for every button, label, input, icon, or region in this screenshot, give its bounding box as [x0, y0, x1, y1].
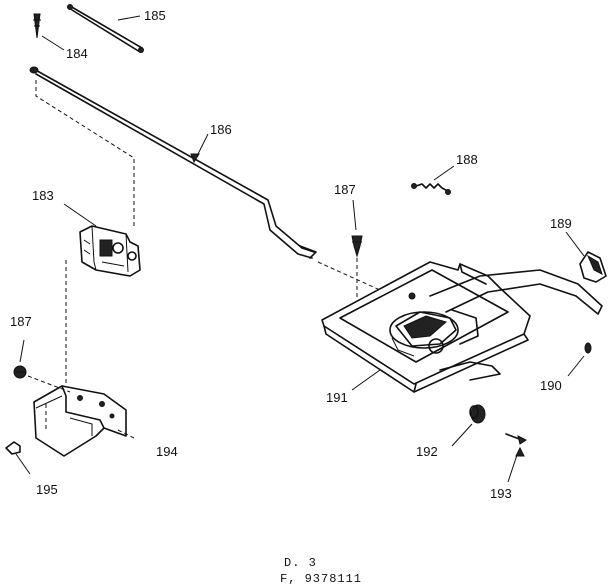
- callout-189: 189: [550, 216, 572, 231]
- part-186-long-rod: [29, 66, 317, 259]
- callout-183: 183: [32, 188, 54, 203]
- part-188-spring: [411, 183, 451, 195]
- reference-line-1: D. 3: [284, 556, 317, 570]
- part-183-solenoid: [79, 225, 141, 277]
- part-193-screw: [505, 433, 527, 445]
- part-185-rod: [67, 4, 144, 53]
- part-187-screw-upper: [351, 235, 363, 258]
- callout-186: 186: [210, 122, 232, 137]
- callout-194: 194: [156, 444, 178, 459]
- part-192-knob: [469, 404, 486, 424]
- part-187-screw-lower: [13, 365, 27, 379]
- callout-195: 195: [36, 482, 58, 497]
- part-195-nut: [5, 441, 21, 455]
- callout-187-upper: 187: [334, 182, 356, 197]
- callout-184: 184: [66, 46, 88, 61]
- part-189-cap: [579, 251, 607, 283]
- callout-190: 190: [540, 378, 562, 393]
- callout-192: 192: [416, 444, 438, 459]
- part-191-base-plate: [321, 261, 603, 393]
- part-194-bracket: [33, 385, 135, 457]
- callout-188: 188: [456, 152, 478, 167]
- callout-187-lower: 187: [10, 314, 32, 329]
- callout-193: 193: [490, 486, 512, 501]
- reference-line-2: F, 9378111: [280, 572, 362, 586]
- callout-191: 191: [326, 390, 348, 405]
- part-184-screw: [33, 13, 41, 39]
- part-190-clip: [584, 342, 592, 354]
- callout-185: 185: [144, 8, 166, 23]
